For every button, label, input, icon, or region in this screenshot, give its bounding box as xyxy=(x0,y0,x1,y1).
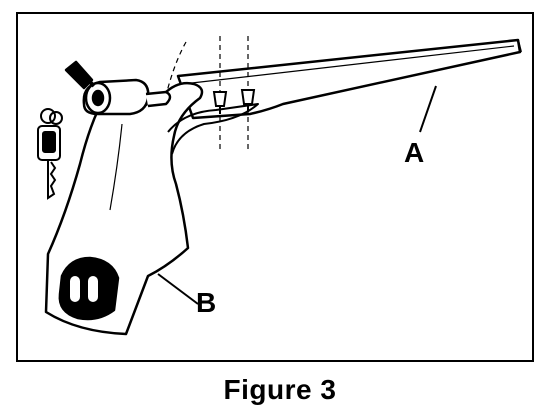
mounting-screws xyxy=(212,89,256,114)
figure-frame: A B xyxy=(16,12,534,362)
crossbar xyxy=(176,38,522,120)
figure-caption: Figure 3 xyxy=(223,374,337,405)
label-a: A xyxy=(404,137,424,168)
rack-foot xyxy=(44,81,259,336)
lock-housing xyxy=(64,60,172,116)
label-b: B xyxy=(196,287,216,318)
roof-rack-diagram: A B xyxy=(37,36,522,336)
leader-lines xyxy=(157,85,437,305)
key-icon xyxy=(37,108,63,200)
